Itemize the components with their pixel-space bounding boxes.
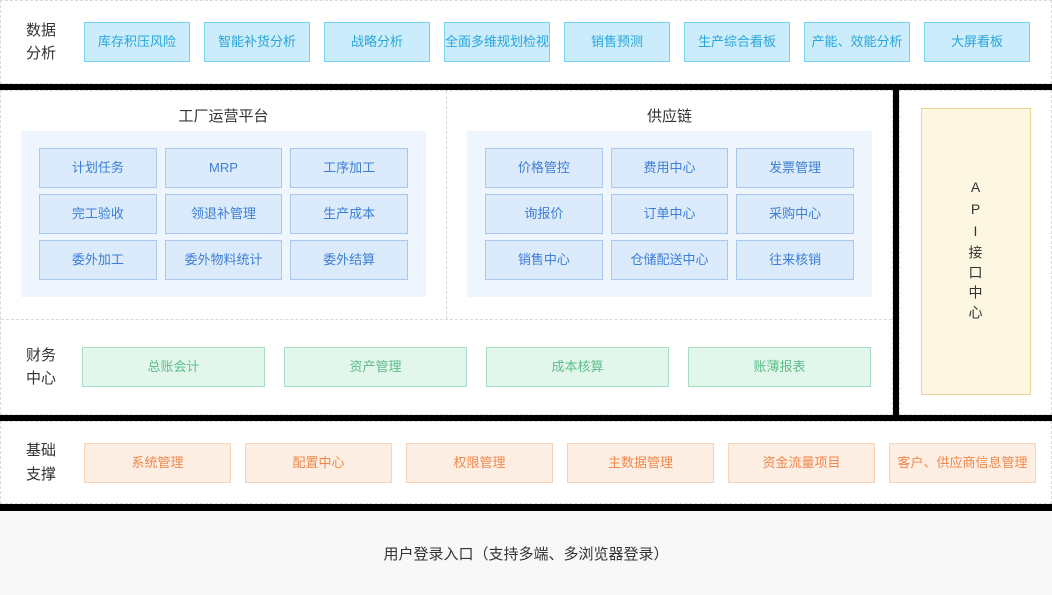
supply-module-button[interactable]: 采购中心 xyxy=(736,194,854,234)
data-analysis-label: 数据 分析 xyxy=(26,21,57,62)
supply-module-button[interactable]: 价格管控 xyxy=(485,148,603,188)
finance-module-button[interactable]: 成本核算 xyxy=(486,347,669,387)
analysis-module-button[interactable]: 产能、效能分析 xyxy=(804,22,910,62)
supply-module-button[interactable]: 订单中心 xyxy=(610,194,729,234)
factory-module-button[interactable]: 生产成本 xyxy=(290,194,408,234)
section-divider xyxy=(0,415,1052,421)
finance-module-button[interactable]: 资产管理 xyxy=(284,347,467,387)
factory-module-button[interactable]: 委外物料统计 xyxy=(164,240,283,280)
platform-panels: 工厂运营平台 计划任务 MRP 工序加工 完工验收 领退补管理 生产成本 委外加… xyxy=(1,91,892,319)
middle-row: 工厂运营平台 计划任务 MRP 工序加工 完工验收 领退补管理 生产成本 委外加… xyxy=(0,90,1052,415)
factory-panel-title: 工厂运营平台 xyxy=(178,108,269,125)
analysis-module-button[interactable]: 大屏看板 xyxy=(924,22,1030,62)
section-divider xyxy=(0,84,1052,90)
factory-module-button[interactable]: 委外结算 xyxy=(290,240,408,280)
main-platform-section: 工厂运营平台 计划任务 MRP 工序加工 完工验收 领退补管理 生产成本 委外加… xyxy=(0,90,893,415)
finance-label: 财务 中心 xyxy=(26,346,57,387)
analysis-module-button[interactable]: 销售预测 xyxy=(564,22,670,62)
login-entry-text: 用户登录入口（支持多端、多浏览器登录） xyxy=(383,545,669,563)
login-entry-section[interactable]: 用户登录入口（支持多端、多浏览器登录） xyxy=(0,511,1052,595)
factory-module-button[interactable]: 委外加工 xyxy=(39,240,157,280)
supply-module-button[interactable]: 发票管理 xyxy=(736,148,854,188)
supply-module-button[interactable]: 销售中心 xyxy=(485,240,603,280)
finance-buttons: 总账会计 资产管理 成本核算 账薄报表 xyxy=(82,347,871,387)
analysis-module-button[interactable]: 库存积压风险 xyxy=(84,22,190,62)
support-module-button[interactable]: 主数据管理 xyxy=(567,442,714,483)
supply-chain-panel: 供应链 价格管控 费用中心 发票管理 询报价 订单中心 采购中心 销售中心 仓储… xyxy=(447,91,892,319)
supply-module-button[interactable]: 仓储配送中心 xyxy=(610,240,729,280)
analysis-module-button[interactable]: 生产综合看板 xyxy=(684,22,790,62)
analysis-module-button[interactable]: 战略分析 xyxy=(324,22,430,62)
support-module-button[interactable]: 配置中心 xyxy=(245,442,392,483)
factory-module-button[interactable]: 完工验收 xyxy=(39,194,157,234)
supply-module-button[interactable]: 往来核销 xyxy=(736,240,854,280)
factory-module-button[interactable]: 工序加工 xyxy=(290,148,408,188)
api-center-panel[interactable]: API接口中心 xyxy=(920,108,1031,395)
support-module-button[interactable]: 权限管理 xyxy=(406,442,553,483)
api-section: API接口中心 xyxy=(899,90,1052,415)
factory-module-button[interactable]: 计划任务 xyxy=(39,148,157,188)
analysis-module-button[interactable]: 全面多维规划检视 xyxy=(444,22,550,62)
api-center-label: API接口中心 xyxy=(967,178,984,325)
support-module-button[interactable]: 资金流量项目 xyxy=(728,442,875,483)
support-module-button[interactable]: 客户、供应商信息管理 xyxy=(889,442,1036,483)
factory-module-button[interactable]: 领退补管理 xyxy=(164,194,283,234)
section-divider-vertical xyxy=(893,90,899,415)
factory-panel: 工厂运营平台 计划任务 MRP 工序加工 完工验收 领退补管理 生产成本 委外加… xyxy=(1,91,447,319)
support-section: 基础 支撑 系统管理 配置中心 权限管理 主数据管理 资金流量项目 客户、供应商… xyxy=(0,421,1052,504)
factory-panel-body: 计划任务 MRP 工序加工 完工验收 领退补管理 生产成本 委外加工 委外物料统… xyxy=(21,131,426,297)
support-buttons: 系统管理 配置中心 权限管理 主数据管理 资金流量项目 客户、供应商信息管理 xyxy=(84,442,1036,483)
data-analysis-section: 数据 分析 库存积压风险 智能补货分析 战略分析 全面多维规划检视 销售预测 生… xyxy=(0,0,1052,84)
supply-chain-panel-title: 供应链 xyxy=(646,108,692,125)
supply-module-button[interactable]: 费用中心 xyxy=(610,148,729,188)
finance-section: 财务 中心 总账会计 资产管理 成本核算 账薄报表 xyxy=(1,319,892,414)
support-module-button[interactable]: 系统管理 xyxy=(84,442,231,483)
data-analysis-buttons: 库存积压风险 智能补货分析 战略分析 全面多维规划检视 销售预测 生产综合看板 … xyxy=(84,22,1030,62)
analysis-module-button[interactable]: 智能补货分析 xyxy=(204,22,310,62)
finance-module-button[interactable]: 总账会计 xyxy=(82,347,265,387)
section-divider xyxy=(0,504,1052,511)
supply-chain-panel-body: 价格管控 费用中心 发票管理 询报价 订单中心 采购中心 销售中心 仓储配送中心… xyxy=(467,131,872,297)
supply-module-button[interactable]: 询报价 xyxy=(485,194,603,234)
support-label: 基础 支撑 xyxy=(26,442,57,483)
finance-module-button[interactable]: 账薄报表 xyxy=(688,347,871,387)
factory-module-button[interactable]: MRP xyxy=(164,148,283,188)
